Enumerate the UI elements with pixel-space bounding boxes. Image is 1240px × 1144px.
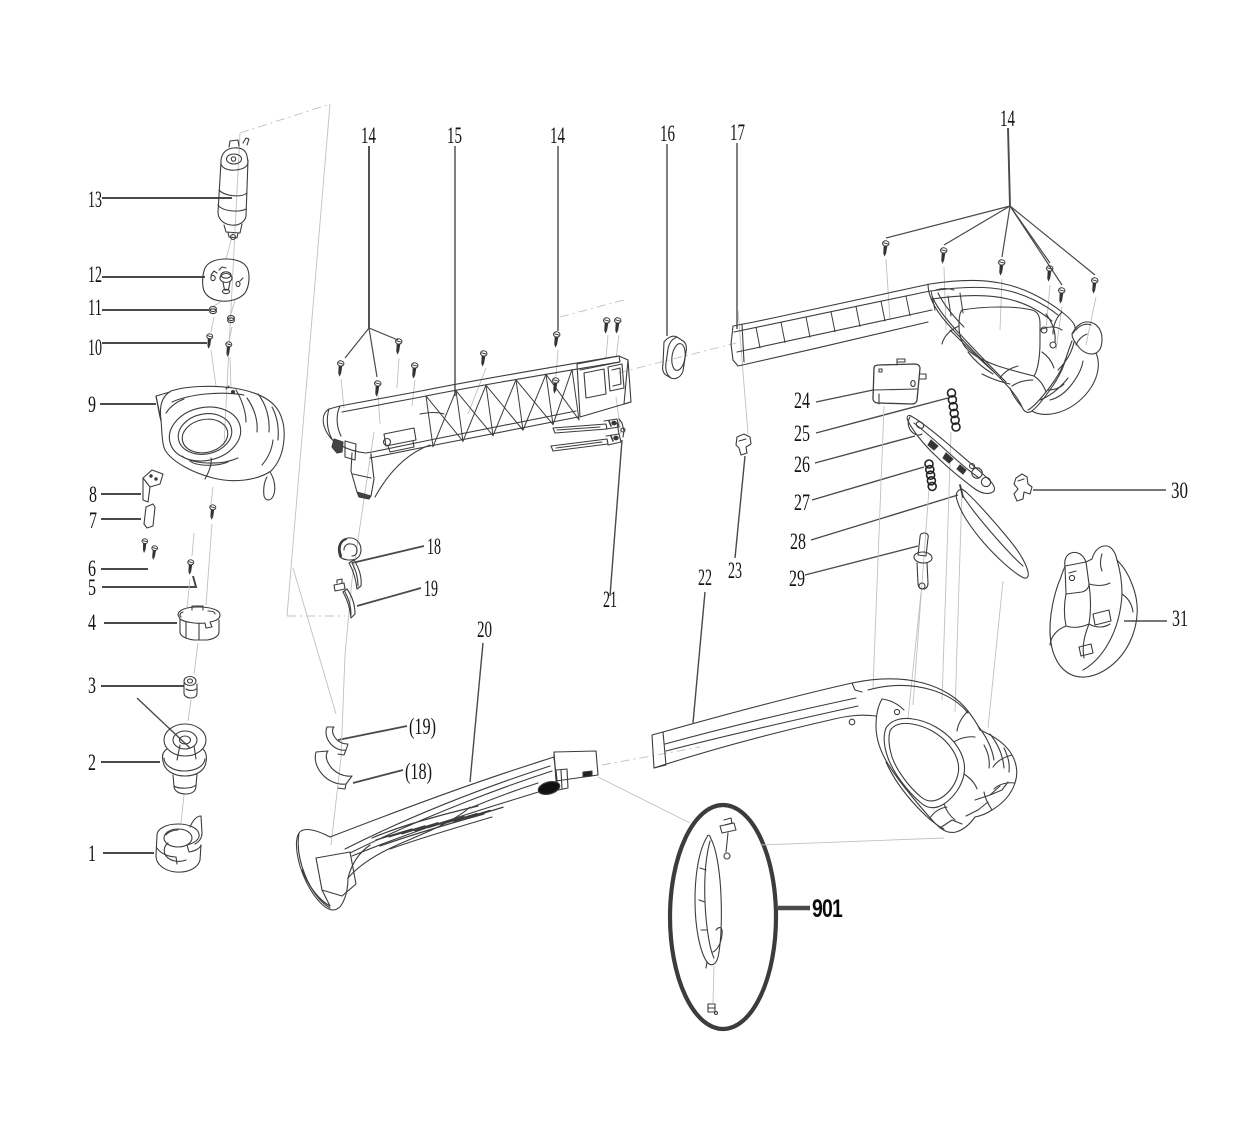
svg-text:25: 25 [794, 421, 810, 446]
svg-text:23: 23 [728, 558, 742, 583]
svg-text:9: 9 [88, 392, 96, 417]
svg-text:27: 27 [794, 490, 810, 515]
svg-text:29: 29 [789, 566, 805, 591]
svg-text:14: 14 [361, 123, 376, 148]
svg-text:(19): (19) [409, 714, 436, 739]
svg-text:7: 7 [89, 508, 97, 533]
svg-text:1: 1 [88, 841, 96, 866]
svg-text:6: 6 [88, 556, 96, 581]
svg-text:17: 17 [730, 120, 745, 145]
svg-text:24: 24 [794, 388, 810, 413]
svg-text:14: 14 [550, 123, 565, 148]
svg-text:5: 5 [88, 575, 96, 600]
svg-text:26: 26 [794, 452, 810, 477]
svg-text:18: 18 [427, 534, 441, 559]
svg-text:19: 19 [424, 576, 438, 601]
svg-text:14: 14 [1000, 106, 1015, 131]
svg-text:8: 8 [89, 482, 97, 507]
svg-text:20: 20 [477, 617, 492, 642]
svg-text:10: 10 [88, 335, 102, 360]
svg-text:2: 2 [88, 750, 96, 775]
svg-text:28: 28 [790, 529, 806, 554]
svg-text:12: 12 [88, 262, 102, 287]
svg-text:13: 13 [88, 187, 102, 212]
svg-text:15: 15 [447, 123, 462, 148]
svg-text:11: 11 [88, 295, 102, 320]
svg-text:4: 4 [88, 610, 96, 635]
svg-text:31: 31 [1172, 606, 1188, 631]
svg-text:22: 22 [698, 565, 712, 590]
svg-text:21: 21 [603, 587, 617, 612]
svg-text:(18): (18) [405, 759, 432, 784]
svg-text:16: 16 [660, 121, 675, 146]
svg-text:901: 901 [812, 895, 843, 923]
svg-text:30: 30 [1171, 478, 1188, 503]
svg-text:3: 3 [88, 673, 96, 698]
